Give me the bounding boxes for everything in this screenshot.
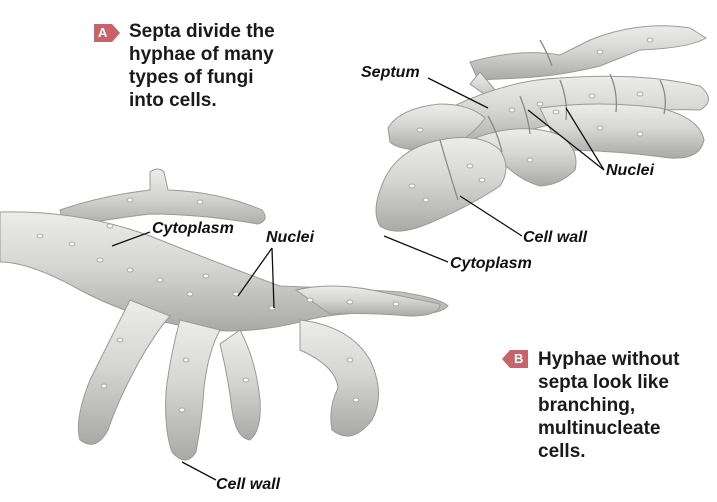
leader-cellwall-top <box>460 196 522 236</box>
caption-b-line-2: septa look like <box>538 371 679 394</box>
caption-a-line-3: types of fungi <box>129 66 275 89</box>
badge-b-letter: B <box>514 350 523 367</box>
septate-hyphae <box>376 26 709 231</box>
caption-b-line-4: multinucleate <box>538 417 679 440</box>
caption-b-line-5: cells. <box>538 440 679 463</box>
leader-cytoplasm-top <box>384 236 448 262</box>
caption-b-line-1: Hyphae without <box>538 348 679 371</box>
aseptate-right-arm <box>300 320 379 436</box>
aseptate-middle-arm <box>166 320 220 460</box>
leader-cellwall-bottom <box>182 462 216 480</box>
caption-septate: Septa divide the hyphae of many types of… <box>129 20 275 112</box>
septate-front-segment <box>376 138 506 232</box>
label-nuclei-aseptate: Nuclei <box>266 229 314 247</box>
badge-a-letter: A <box>98 24 107 41</box>
label-cell-wall-aseptate: Cell wall <box>216 476 280 494</box>
label-cytoplasm-aseptate: Cytoplasm <box>152 220 234 238</box>
label-cytoplasm-septate: Cytoplasm <box>450 255 532 273</box>
label-septum: Septum <box>361 64 420 82</box>
caption-a-line-1: Septa divide the <box>129 20 275 43</box>
caption-aseptate: Hyphae without septa look like branching… <box>538 348 679 463</box>
label-nuclei-septate: Nuclei <box>606 162 654 180</box>
aseptate-lower-arm <box>220 330 260 440</box>
aseptate-left-arm <box>78 300 170 444</box>
caption-a-line-2: hyphae of many <box>129 43 275 66</box>
septate-small-branch <box>470 26 706 80</box>
caption-a-line-4: into cells. <box>129 89 275 112</box>
label-cell-wall-septate: Cell wall <box>523 229 587 247</box>
caption-b-line-3: branching, <box>538 394 679 417</box>
